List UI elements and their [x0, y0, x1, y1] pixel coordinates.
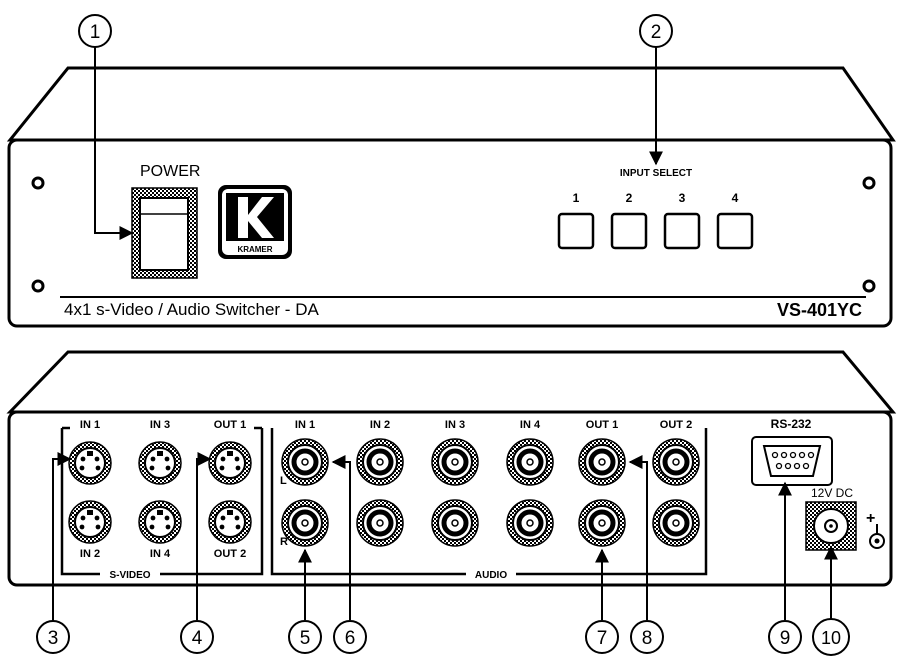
button-label-4: 4 — [732, 191, 739, 205]
button-label-3: 3 — [679, 191, 686, 205]
svideo-out2-port[interactable] — [208, 500, 252, 544]
audio-column-label: IN 4 — [520, 419, 541, 431]
audio-rca-port[interactable] — [578, 438, 626, 486]
button-label-1: 1 — [573, 191, 580, 205]
leader-line-4 — [196, 452, 212, 620]
svideo-group: IN 1 IN 3 OUT 1 IN 2 IN 4 OUT 2 S-VIDEO — [60, 419, 264, 581]
svideo-in1-label: IN 1 — [80, 419, 100, 431]
callout-10: 10 — [821, 628, 841, 648]
svideo-group-label: S-VIDEO — [109, 570, 150, 581]
audio-rca-port[interactable] — [506, 499, 554, 547]
screw-hole-icon — [862, 176, 876, 190]
audio-rca-port[interactable] — [578, 499, 626, 547]
screw-hole-icon — [31, 279, 45, 293]
callout-6: 6 — [345, 628, 356, 649]
callout-2: 2 — [651, 22, 662, 43]
audio-column-label: IN 3 — [445, 419, 465, 431]
audio-column-label: OUT 2 — [660, 419, 692, 431]
polarity-label: + — [866, 510, 875, 527]
input-select-button-3[interactable] — [663, 212, 701, 250]
power-in-port[interactable]: 12V DC — [805, 486, 857, 551]
input-select-button-4[interactable] — [716, 212, 754, 250]
audio-row-right-label: R — [280, 536, 288, 548]
callouts: 1 2 3 4 5 6 7 8 9 10 — [36, 14, 850, 656]
svideo-in3-port[interactable] — [138, 441, 182, 485]
audio-column-label: IN 2 — [370, 419, 390, 431]
polarity-icon: + — [866, 510, 885, 549]
button-label-2: 2 — [626, 191, 633, 205]
leader-line-3 — [52, 452, 72, 640]
leader-line-6 — [331, 455, 351, 620]
rs232-port[interactable]: RS-232 — [751, 417, 833, 486]
audio-rca-port[interactable] — [652, 499, 700, 547]
rs232-label: RS-232 — [771, 417, 812, 431]
callout-9: 9 — [780, 628, 791, 649]
power-in-label: 12V DC — [811, 486, 853, 500]
audio-rca-port[interactable] — [281, 438, 329, 486]
audio-rca-port[interactable] — [431, 499, 479, 547]
audio-column-label: OUT 1 — [586, 419, 618, 431]
logo-text: KRAMER — [237, 245, 272, 254]
screw-hole-icon — [862, 279, 876, 293]
audio-rca-port[interactable] — [356, 438, 404, 486]
svideo-out2-label: OUT 2 — [214, 548, 246, 560]
callout-1: 1 — [90, 22, 101, 43]
callout-8: 8 — [642, 628, 653, 649]
power-switch[interactable] — [139, 197, 189, 271]
audio-rca-port[interactable] — [356, 499, 404, 547]
callout-4: 4 — [192, 628, 203, 649]
svideo-in4-port[interactable] — [138, 500, 182, 544]
audio-rca-port[interactable] — [431, 438, 479, 486]
input-select-button-1[interactable] — [557, 212, 595, 250]
svideo-in2-label: IN 2 — [80, 548, 100, 560]
rear-panel: IN 1 IN 3 OUT 1 IN 2 IN 4 OUT 2 S-VIDEO … — [6, 350, 897, 587]
callout-7: 7 — [597, 628, 608, 649]
leader-line-8 — [628, 455, 648, 620]
audio-rca-port[interactable] — [281, 499, 329, 547]
input-select-label: INPUT SELECT — [620, 168, 692, 179]
svideo-in2-port[interactable] — [68, 500, 112, 544]
svideo-in1-port[interactable] — [68, 441, 112, 485]
audio-group-label: AUDIO — [475, 570, 507, 581]
front-panel: POWER KRAMER INPUT SELECT 1 2 3 4 4x1 s-… — [6, 66, 896, 328]
model-description: 4x1 s-Video / Audio Switcher - DA — [64, 300, 319, 319]
callout-3: 3 — [48, 628, 59, 649]
kramer-logo: KRAMER — [218, 185, 292, 259]
svideo-out1-label: OUT 1 — [214, 419, 246, 431]
audio-rca-port[interactable] — [506, 438, 554, 486]
leader-line-1 — [94, 47, 134, 240]
audio-column-label: IN 1 — [295, 419, 315, 431]
screw-hole-icon — [31, 176, 45, 190]
audio-rca-port[interactable] — [652, 438, 700, 486]
audio-row-left-label: L — [280, 475, 287, 487]
svideo-in3-label: IN 3 — [150, 419, 170, 431]
callout-5: 5 — [300, 628, 311, 649]
input-select-button-2[interactable] — [610, 212, 648, 250]
power-label: POWER — [140, 163, 200, 180]
svideo-out1-port[interactable] — [208, 441, 252, 485]
callout-leaders — [52, 47, 838, 640]
audio-group: L R AUDIO IN 1 IN 2 IN 3 IN 4 OUT 1 OUT 2 — [270, 419, 708, 581]
svideo-in4-label: IN 4 — [150, 548, 171, 560]
model-name: VS-401YC — [777, 300, 862, 320]
